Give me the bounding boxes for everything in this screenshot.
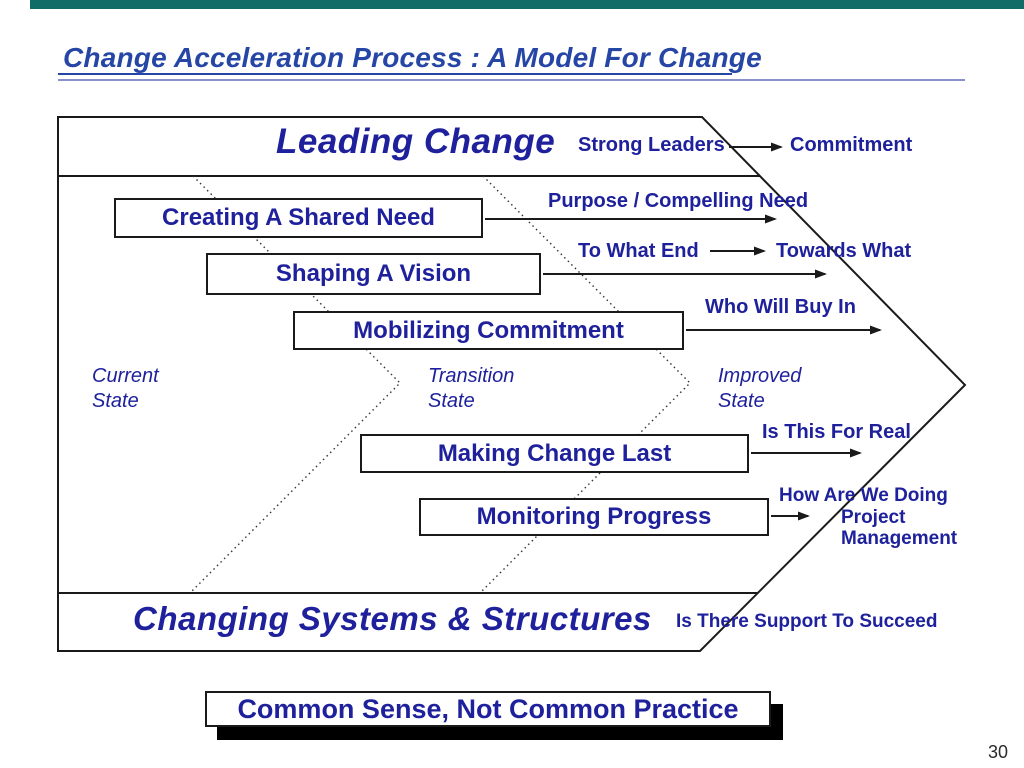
title-underline [58, 73, 732, 75]
banner-label: Common Sense, Not Common Practice [237, 693, 739, 724]
state-label-transition: Transition State [428, 365, 515, 412]
state-divider-dotted-1 [190, 175, 401, 593]
state-label-current: Current State [92, 365, 159, 412]
towards-what-note: Towards What [776, 240, 912, 262]
process-box-label: Creating A Shared Need [162, 204, 435, 231]
leading-change-label: Leading Change [276, 122, 556, 161]
arrow-shape-outline [57, 116, 967, 652]
slide-title: Change Acceleration Process : A Model Fo… [63, 42, 762, 73]
process-box-making-change-last: Making Change Last [360, 434, 749, 473]
management-note: Management [841, 528, 958, 549]
how-are-we-doing-note: How Are We Doing [779, 485, 948, 506]
process-box-label: Making Change Last [437, 439, 672, 467]
process-box-label: Shaping A Vision [275, 260, 472, 287]
state-label-improved: Improved State [718, 365, 802, 412]
process-box-label: Mobilizing Commitment [353, 316, 624, 344]
process-box-monitoring-progress: Monitoring Progress [419, 498, 769, 536]
process-box-creating-shared-need: Creating A Shared Need [114, 198, 483, 238]
process-box-label: Monitoring Progress [476, 503, 712, 530]
purpose-note: Purpose / Compelling Need [548, 190, 809, 212]
page-number: 30 [988, 742, 1009, 762]
is-this-for-real-note: Is This For Real [762, 421, 911, 443]
process-box-shaping-vision: Shaping A Vision [206, 253, 541, 295]
to-what-end-note: To What End [578, 240, 699, 262]
changing-systems-label: Changing Systems & Structures [133, 600, 652, 637]
is-there-support-note: Is There Support To Succeed [676, 611, 938, 632]
process-box-mobilizing-commitment: Mobilizing Commitment [293, 311, 684, 350]
project-note: Project [841, 507, 906, 528]
commitment-note: Commitment [790, 134, 913, 156]
top-accent-bar [30, 0, 1024, 9]
banner-box: Common Sense, Not Common Practice [205, 691, 771, 727]
strong-leaders-note: Strong Leaders [578, 134, 725, 156]
who-will-buy-in-note: Who Will Buy In [705, 296, 856, 318]
title-rule [58, 79, 965, 81]
